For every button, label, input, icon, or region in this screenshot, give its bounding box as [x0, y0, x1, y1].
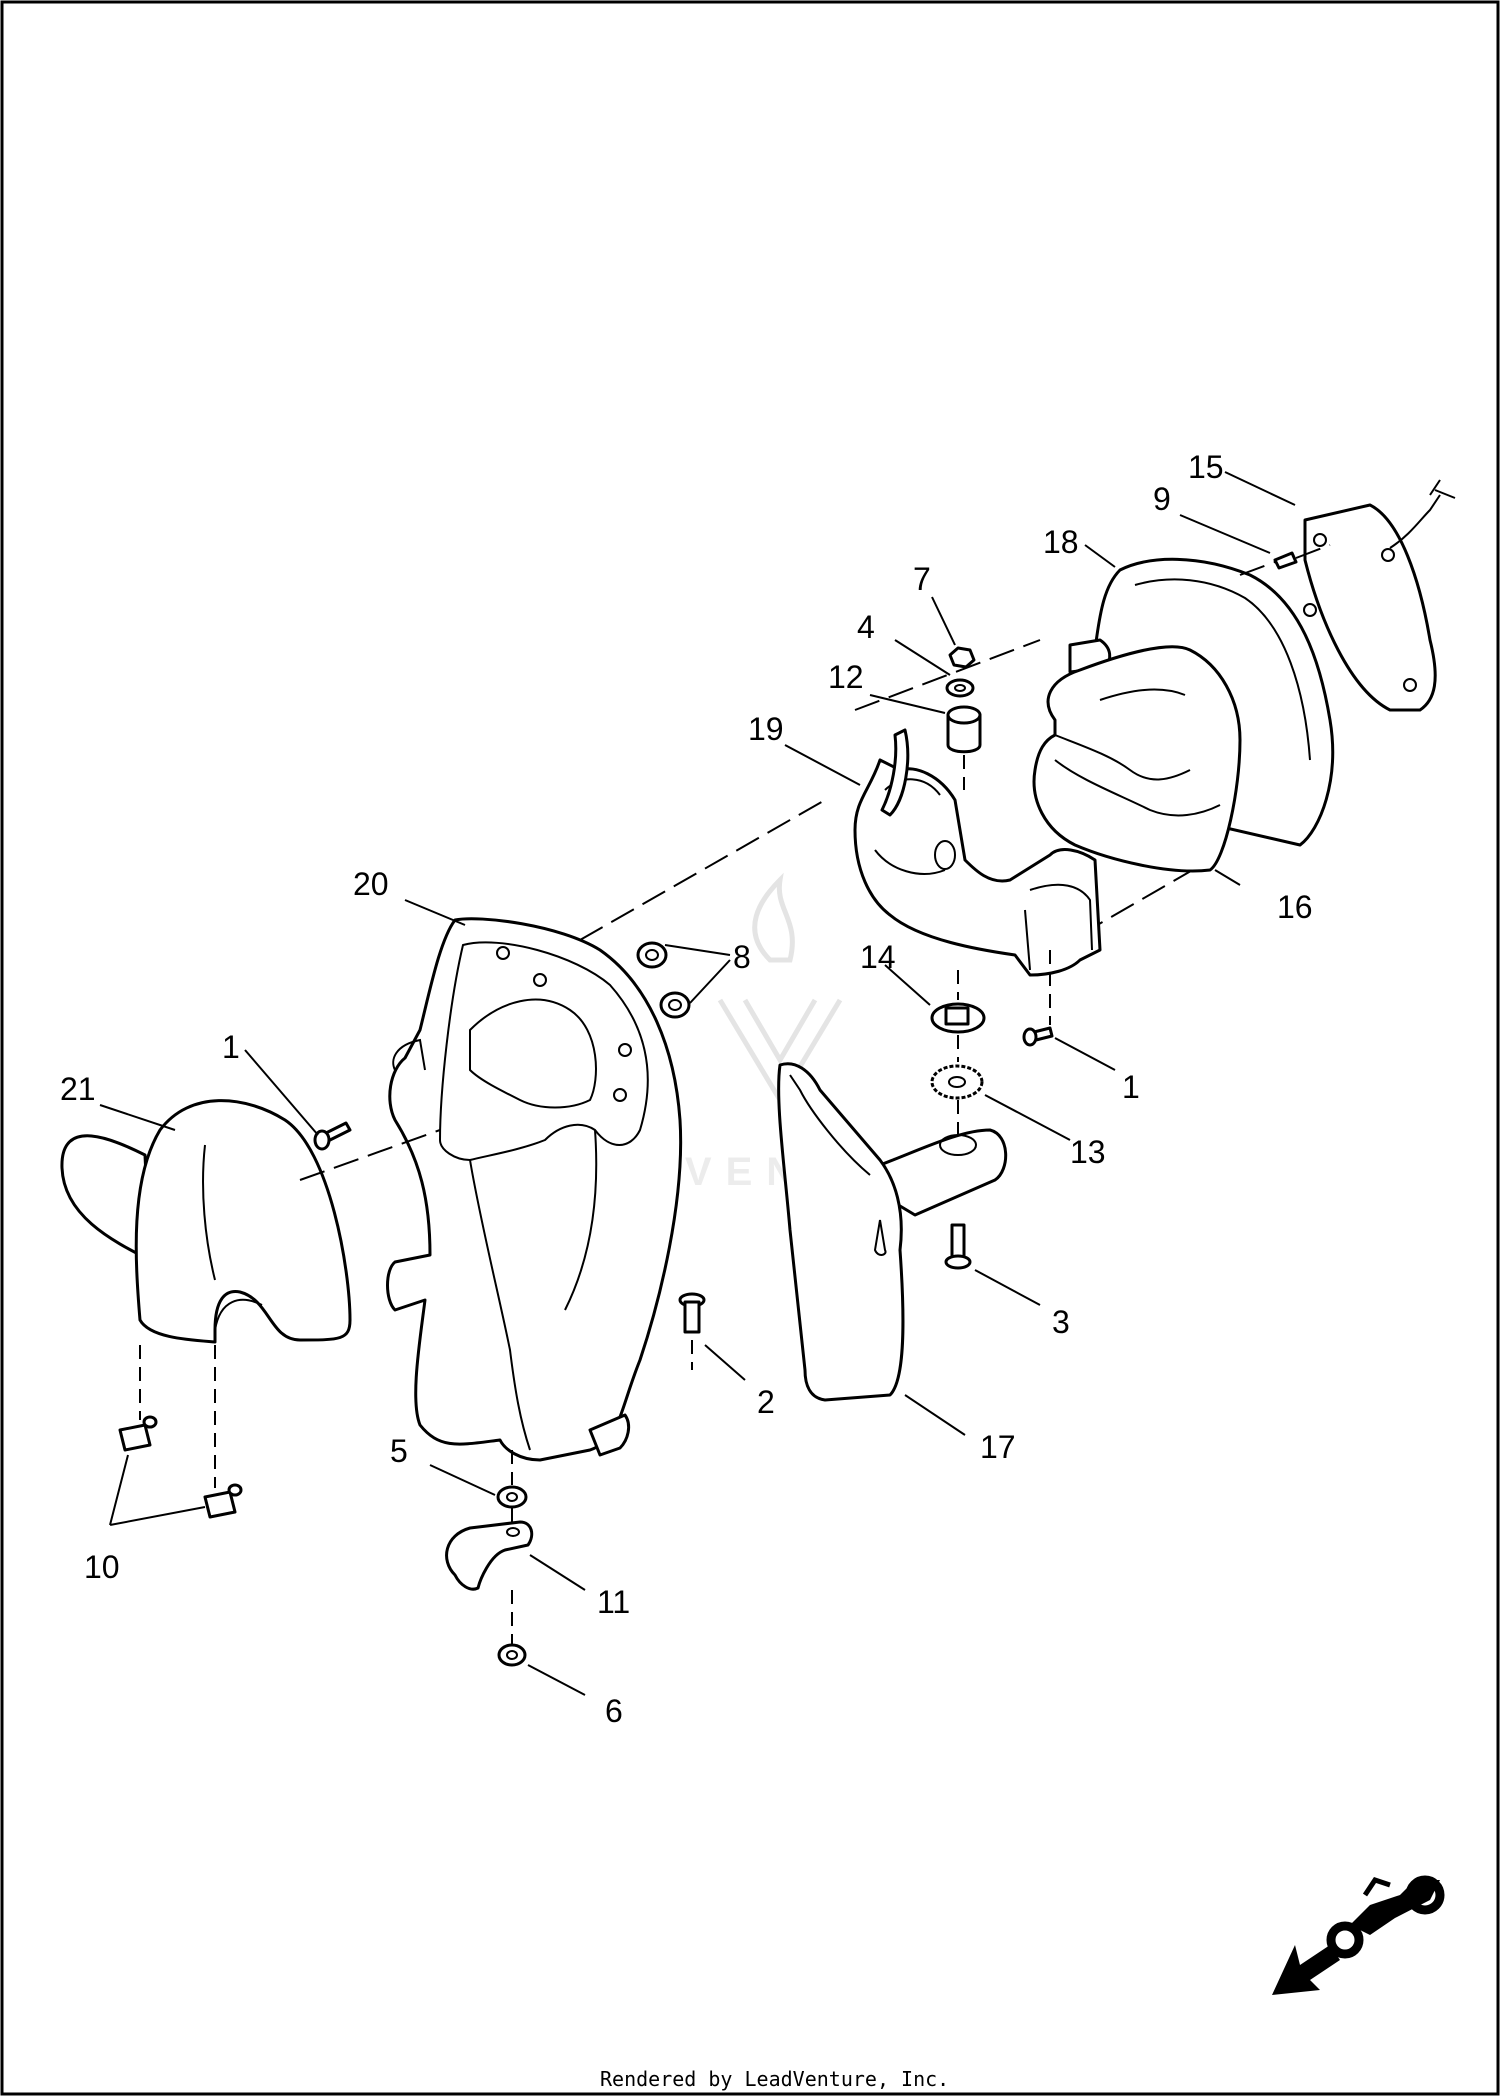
part-3-bolt: [944, 1223, 972, 1270]
callout-9: 9: [1153, 481, 1171, 517]
assembly-line-lower: [854, 639, 1041, 711]
callout-2: 2: [757, 1384, 775, 1420]
callout-12: 12: [828, 659, 864, 695]
part-4-washer: [945, 678, 975, 698]
assembly-line-upper: [579, 799, 826, 941]
part-10-clips: [118, 1415, 243, 1519]
leader-lines: [99, 471, 1296, 1696]
part-5-washer: [496, 1485, 528, 1509]
callout-20: 20: [353, 866, 389, 902]
callout-1-right: 1: [1122, 1069, 1140, 1105]
callout-4: 4: [857, 609, 875, 645]
part-13-star-washer: [930, 1064, 984, 1100]
callout-15: 15: [1188, 449, 1224, 485]
part-21-cap: [60, 1099, 352, 1344]
clip-dash: [139, 1345, 216, 1488]
render-credit: Rendered by LeadVenture, Inc.: [600, 2067, 949, 2091]
callout-16: 16: [1277, 889, 1313, 925]
part-1-screw-right: [1022, 1026, 1054, 1047]
part-11-clamp: [445, 1520, 534, 1591]
callout-7: 7: [913, 561, 931, 597]
part-16-lens: [1032, 645, 1242, 873]
part-12-spacer: [946, 705, 982, 754]
callout-18: 18: [1043, 524, 1079, 560]
part-20-bucket: [386, 917, 683, 1462]
callout-13: 13: [1070, 1134, 1106, 1170]
callout-1-left: 1: [222, 1029, 240, 1065]
callout-21: 21: [60, 1071, 96, 1107]
screw-9-dash: [1239, 544, 1331, 576]
callout-3: 3: [1052, 1304, 1070, 1340]
part-9-screw: [1273, 551, 1298, 570]
part-19-bracket: [853, 728, 1102, 977]
callout-17: 17: [980, 1429, 1016, 1465]
callout-5: 5: [390, 1433, 408, 1469]
part-17-mount: [777, 1062, 1008, 1402]
part-7-nut: [948, 646, 976, 669]
callout-6: 6: [605, 1693, 623, 1729]
part-1-screw-left: [313, 1121, 352, 1151]
callout-10: 10: [84, 1549, 120, 1585]
callout-11: 11: [597, 1584, 630, 1620]
part-6-nut: [497, 1643, 527, 1667]
assembly-line-main: [299, 1129, 441, 1181]
callout-14: 14: [860, 939, 896, 975]
part-2-screw: [678, 1292, 706, 1334]
assembly-line-rear: [1079, 859, 1211, 936]
part-8-grommets: [636, 941, 691, 1019]
motorcycle-front-arrow-icon: [1272, 1875, 1445, 1995]
part-14-nut: [930, 1002, 986, 1034]
callout-8: 8: [733, 939, 751, 975]
part-15-cover: [1303, 479, 1456, 712]
callout-19: 19: [748, 711, 784, 747]
